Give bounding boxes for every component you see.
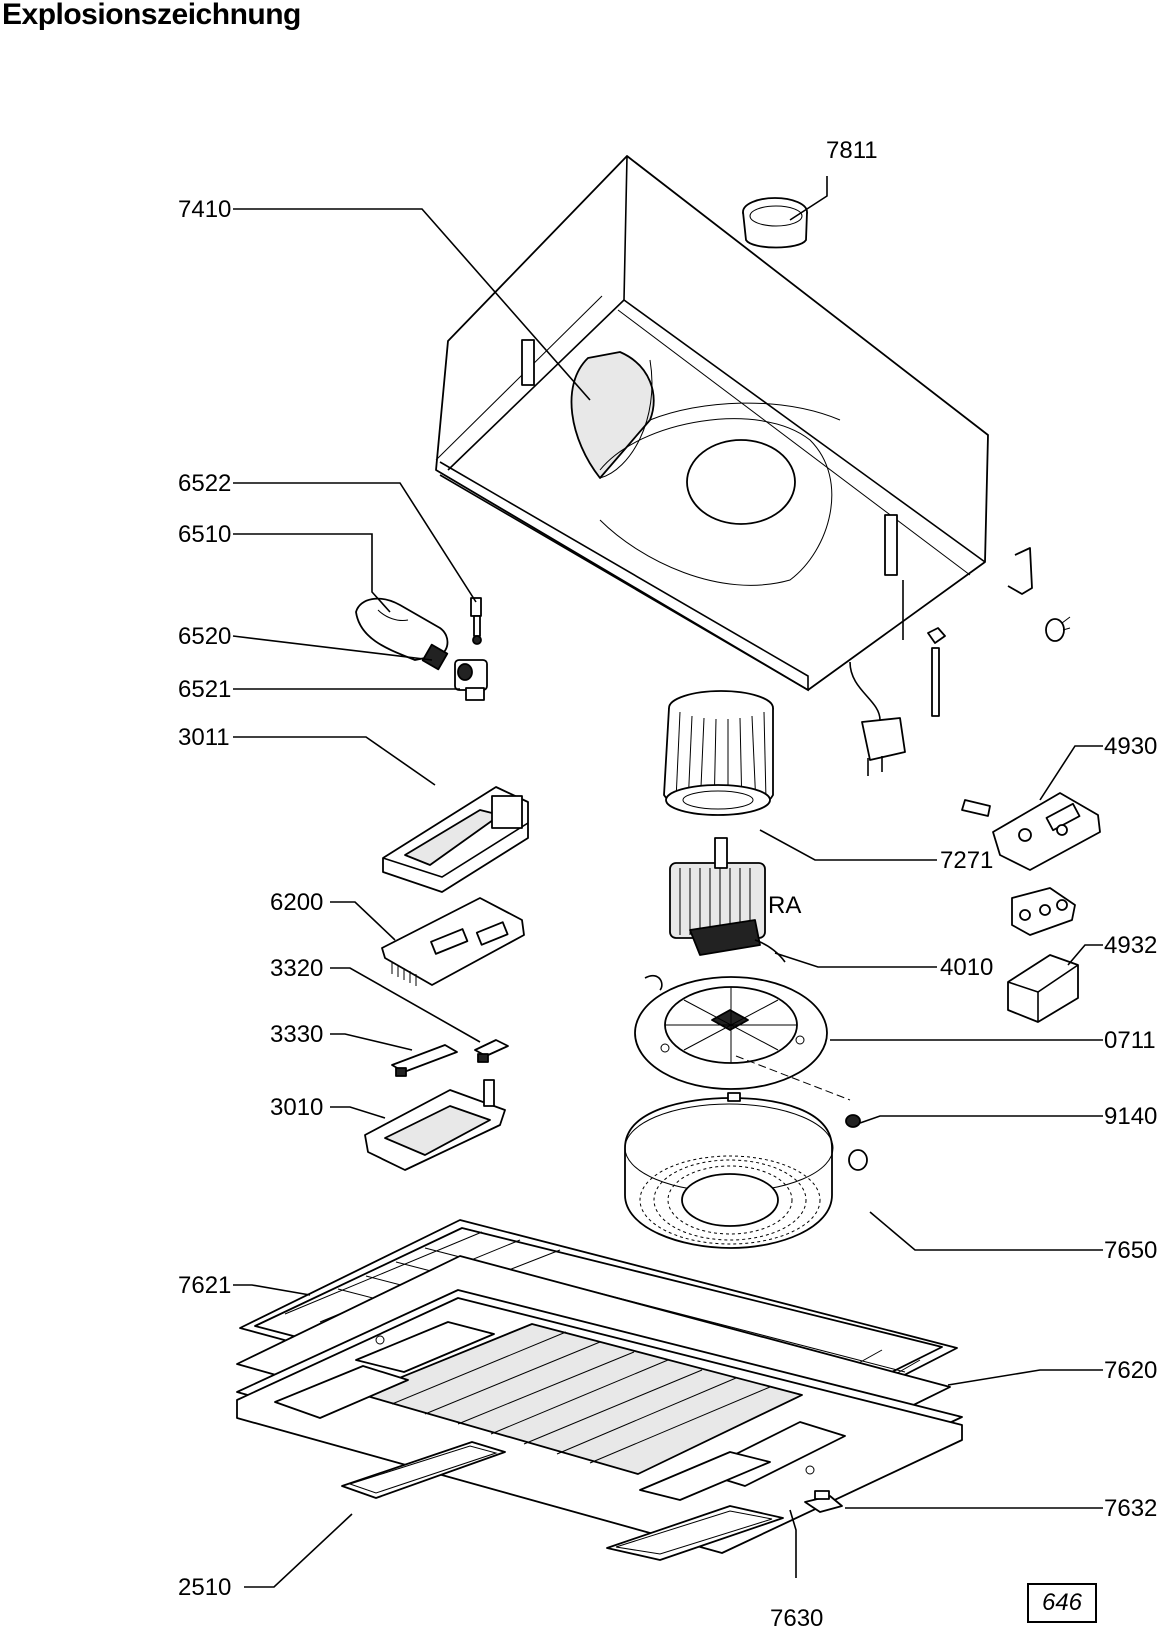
label-RA: RA (768, 892, 801, 919)
duct-ring (742, 197, 808, 249)
motor-plate-0711 (634, 974, 851, 1101)
page-number-box: 646 (1027, 1583, 1097, 1623)
lamp-clip (470, 597, 482, 645)
power-cord (849, 661, 906, 776)
label-3011: 3011 (178, 724, 230, 751)
label-3320: 3320 (270, 955, 323, 982)
fan-wheel-7271 (663, 690, 774, 816)
label-6521: 6521 (178, 676, 231, 703)
label-4932: 4932 (1104, 932, 1157, 959)
label-3010: 3010 (270, 1094, 323, 1121)
wiring-bracket-4930 (961, 792, 1101, 871)
label-7632: 7632 (1104, 1495, 1157, 1522)
label-7621: 7621 (178, 1272, 231, 1299)
switch-cover-3010 (364, 1079, 506, 1171)
label-6522: 6522 (178, 470, 231, 497)
label-6200: 6200 (270, 889, 323, 916)
frame-7620 (236, 1255, 963, 1554)
lamp-bulb (355, 597, 449, 671)
page-title: Explosionszeichnung (2, 0, 301, 31)
label-7650: 7650 (1104, 1237, 1157, 1264)
label-7410: 7410 (178, 196, 231, 223)
label-9140: 9140 (1104, 1103, 1157, 1130)
trim-7630 (606, 1505, 784, 1561)
carbon-filter-7650 (624, 1092, 834, 1249)
label-6520: 6520 (178, 623, 231, 650)
hood-housing (435, 155, 1033, 692)
leader-lines (232, 176, 1103, 1588)
label-3330: 3330 (270, 1021, 323, 1048)
label-0711: 0711 (1104, 1027, 1156, 1054)
terminal-block (1011, 887, 1076, 936)
label-2510: 2510 (178, 1574, 231, 1601)
glass-panel-2510 (341, 1441, 506, 1499)
nut-9140 (845, 1114, 868, 1171)
clip-7632 (804, 1490, 843, 1513)
lamp-cover-3011 (382, 786, 529, 893)
label-4010: 4010 (940, 954, 993, 981)
label-7271: 7271 (940, 847, 993, 874)
switch-board-6200 (381, 897, 525, 986)
label-7811: 7811 (826, 137, 878, 164)
label-4930: 4930 (1104, 733, 1157, 760)
label-7630: 7630 (770, 1605, 823, 1632)
lamp-socket (454, 659, 488, 701)
small-fasteners (927, 616, 1071, 717)
switch-caps-3330-3320 (391, 1039, 509, 1077)
capacitor-4932 (1007, 954, 1079, 1023)
part-labels: 7811 7410 6522 6510 6520 6521 3011 4930 … (178, 137, 1157, 1632)
motor-4010 (669, 837, 786, 963)
label-7620: 7620 (1104, 1357, 1157, 1384)
label-6510: 6510 (178, 521, 231, 548)
